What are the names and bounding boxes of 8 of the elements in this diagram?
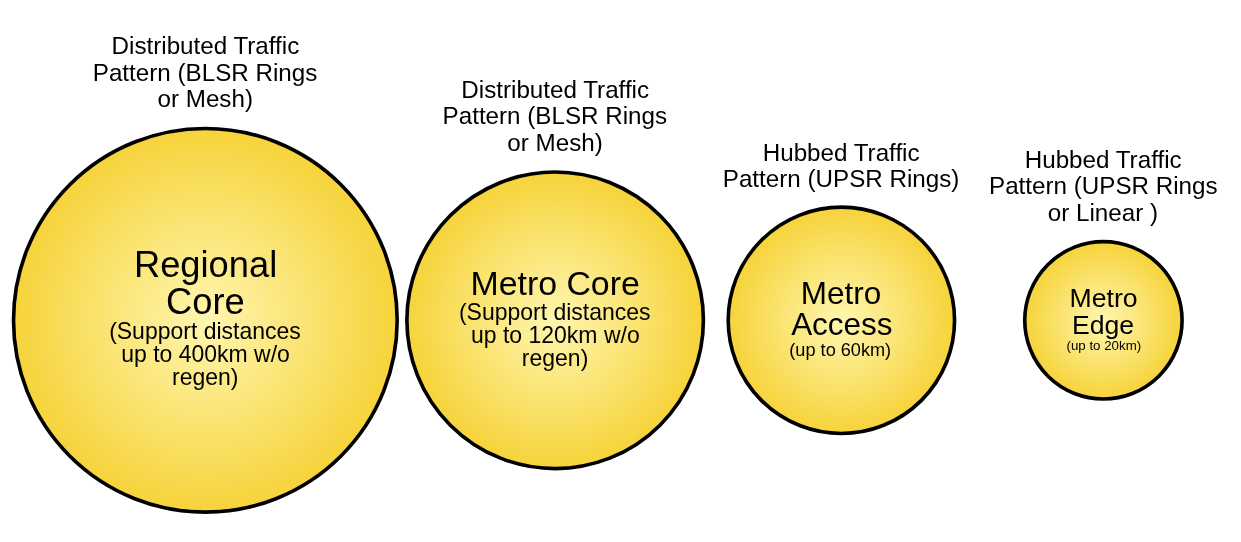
node-label: Distributed Traffic Pattern (BLSR Rings or Mesh) — [92, 32, 318, 113]
node-label: Distributed Traffic Pattern (BLSR Rings or Mesh) — [442, 75, 668, 156]
node-circle: Metro Access (up to 60km) — [726, 205, 957, 436]
node-circle: Metro Edge (up to 20km) — [1022, 239, 1184, 401]
node-circle: Regional Core (Support distances up to 400km w/o regen) — [11, 126, 399, 514]
node-circle: Metro Core (Support distances up to 120km w/o regen) — [405, 170, 706, 471]
node-label: Hubbed Traffic Pattern (UPSR Rings or Linear ) — [989, 145, 1218, 227]
node-label: Hubbed Traffic Pattern (UPSR Rings) — [722, 138, 960, 193]
